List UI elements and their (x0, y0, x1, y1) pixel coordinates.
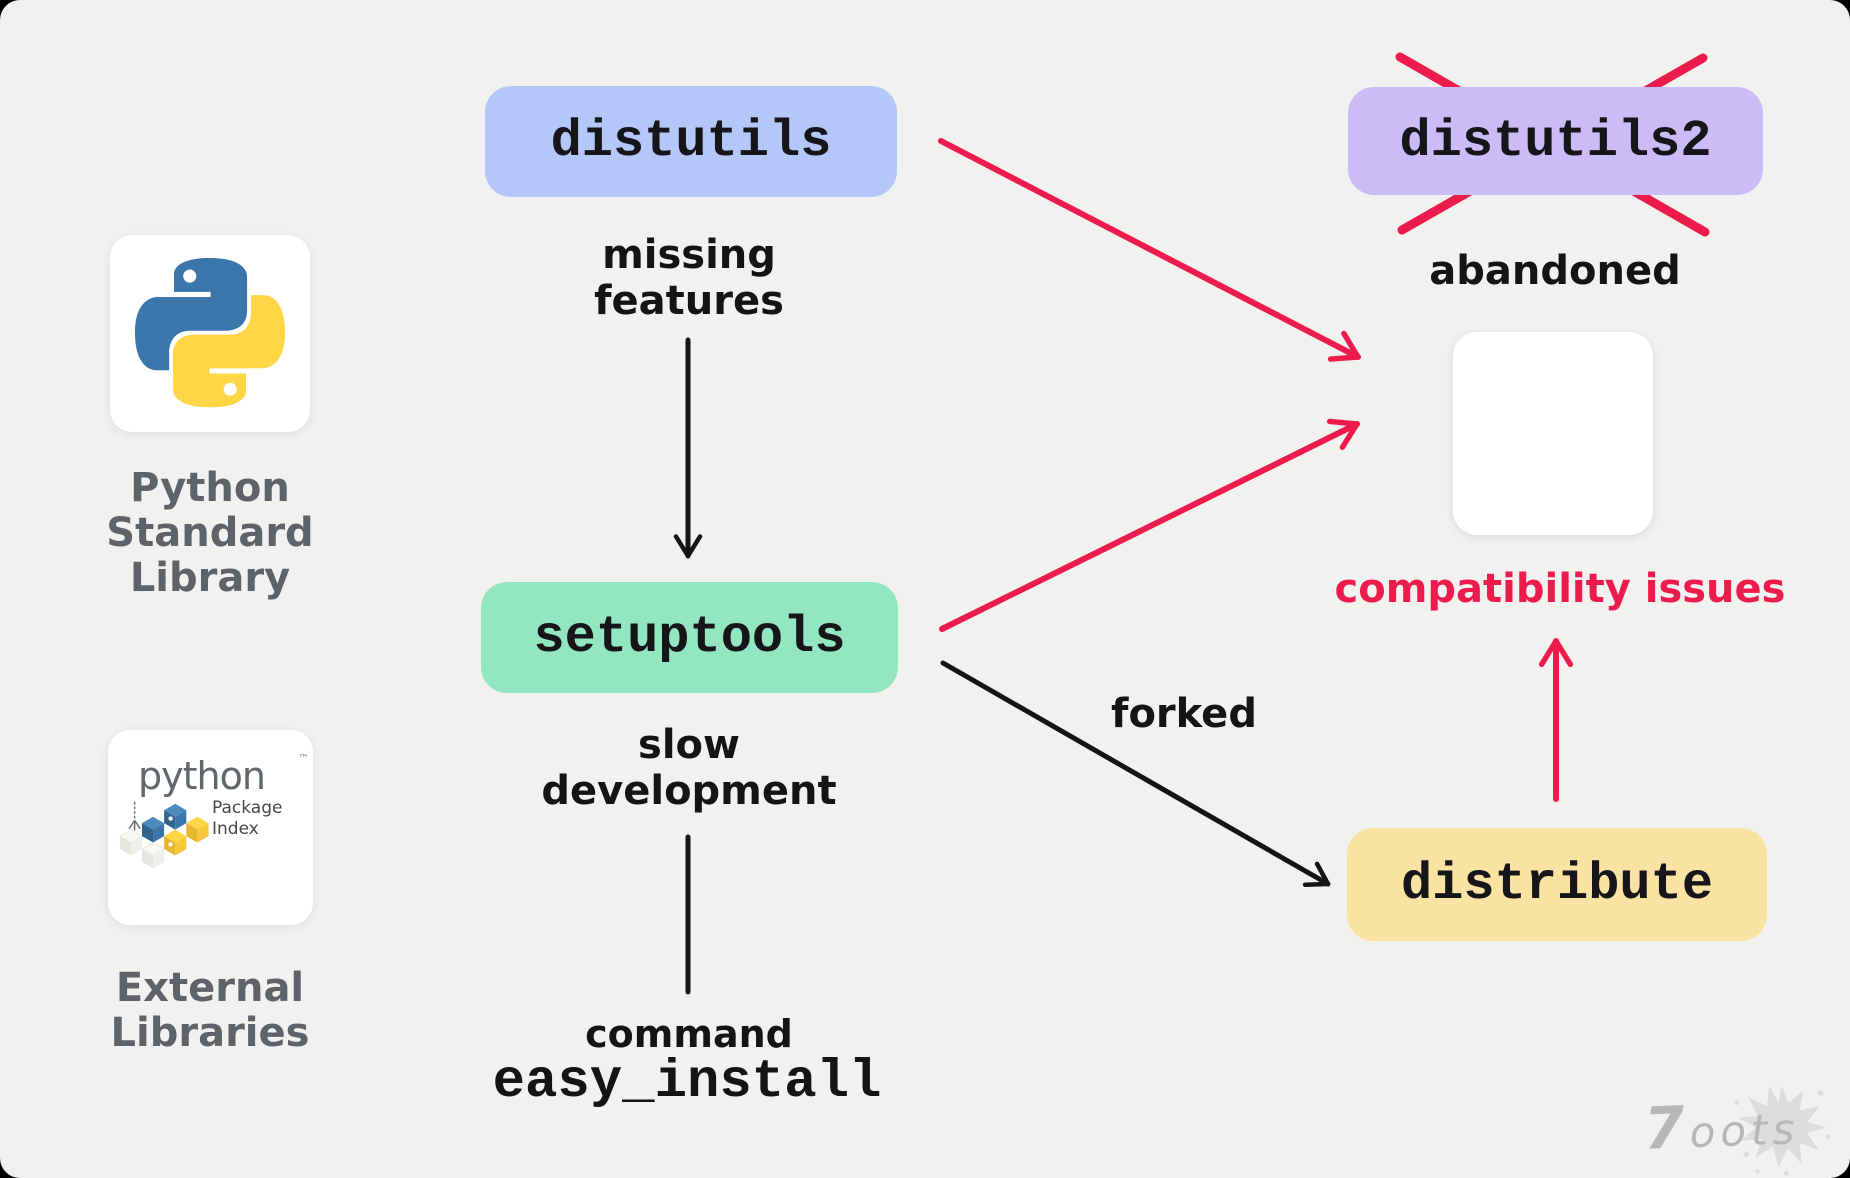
label-command: command (585, 1012, 793, 1056)
label-slow-development: slow development (541, 722, 837, 815)
label-forked: forked (1111, 691, 1257, 737)
splatter-icon (1734, 1085, 1831, 1176)
label-easy-install: easy_install (492, 1052, 882, 1113)
label-compatibility-issues: compatibility issues (1334, 566, 1786, 612)
node-distutils2: distutils2 (1348, 87, 1763, 195)
node-distutils-label: distutils (550, 112, 832, 171)
edge-distutils-compatibility-arrow (938, 138, 1361, 362)
python-standard-library-label: Python Standard Library (106, 465, 314, 601)
pypi-subtitle: Package Index (212, 798, 283, 840)
node-distutils: distutils (485, 86, 897, 197)
pypi-wordmark: python (138, 754, 266, 798)
pypi-trademark: ™ (298, 752, 309, 765)
external-libraries-label: External Libraries (110, 965, 310, 1056)
node-setuptools: setuptools (481, 582, 898, 693)
pypi-cubes (119, 803, 209, 869)
watermark: 7oots (1642, 1080, 1834, 1176)
node-distribute: distribute (1347, 828, 1767, 941)
edge-setuptools-compatibility-arrow (939, 418, 1360, 632)
node-distutils2-label: distutils2 (1399, 111, 1712, 171)
compatibility-placeholder-box (1453, 332, 1653, 535)
node-distribute-label: distribute (1400, 855, 1714, 914)
python-logo-icon (135, 258, 285, 408)
label-abandoned: abandoned (1429, 248, 1681, 294)
node-setuptools-label: setuptools (533, 608, 846, 667)
pypi-card: python ™ Package Index (108, 730, 313, 925)
pypi-logo-icon (119, 801, 209, 869)
python-standard-library-card (110, 235, 310, 432)
label-missing-features: missing features (594, 232, 784, 325)
watermark-text: 7oots (1642, 1093, 1801, 1163)
